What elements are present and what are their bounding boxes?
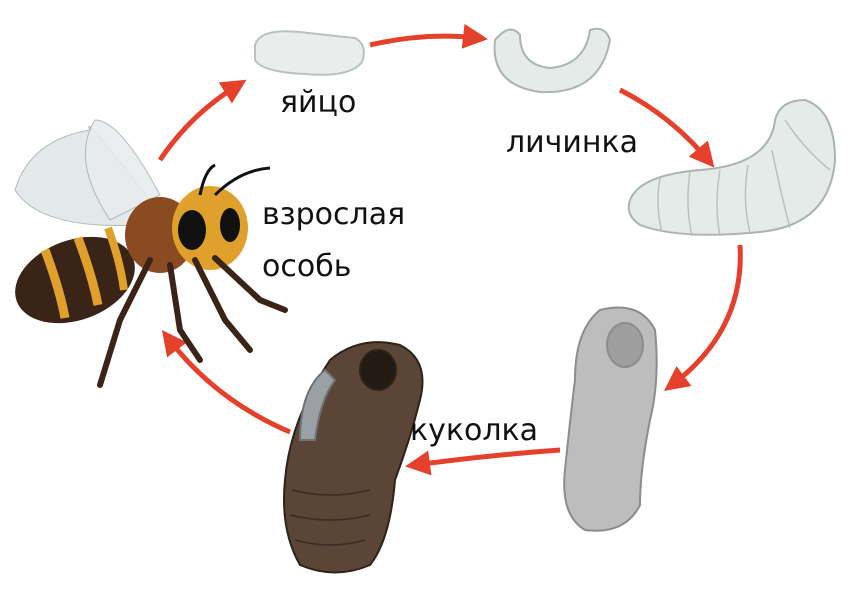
arrow-adult-to-egg (157, 79, 247, 162)
dark-pupa-illustration (283, 341, 424, 574)
label-larva: личинка (506, 125, 639, 160)
label-adult-line2: особь (262, 249, 352, 284)
adult-bee-illustration (14, 119, 288, 388)
label-adult-line1: взрослая (262, 197, 406, 232)
large-larva-illustration (627, 98, 837, 237)
arrow-pupa-to-adult (161, 330, 291, 435)
arrow-pupa-to-dark-pupa (405, 447, 561, 476)
arrow-larva-to-pupa (664, 244, 743, 392)
light-pupa-illustration (563, 306, 658, 532)
label-egg: яйцо (280, 85, 357, 120)
label-pupa: куколка (410, 413, 539, 448)
arrow-egg-to-larva (369, 23, 488, 49)
arrow-small-to-big-larva (618, 87, 715, 168)
egg-illustration (254, 30, 365, 76)
cycle-arrows (157, 23, 743, 476)
small-larva-illustration (493, 27, 612, 94)
